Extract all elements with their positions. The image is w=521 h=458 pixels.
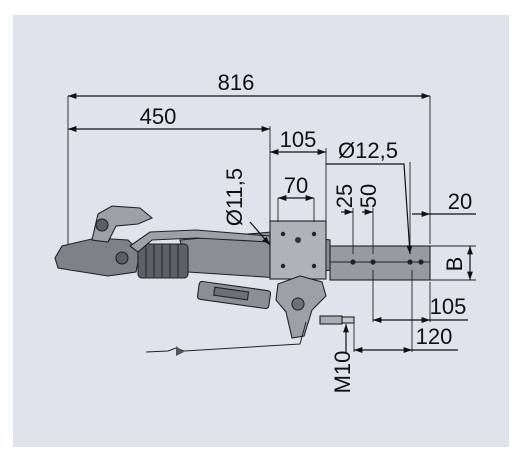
head-bolt <box>115 251 129 265</box>
label-overall-length: 816 <box>218 70 255 95</box>
flange-hole <box>295 237 301 243</box>
label-flange-inner: 70 <box>284 173 308 198</box>
handle-pivot <box>95 218 109 232</box>
flange-hole <box>311 263 317 269</box>
bellows <box>137 243 189 279</box>
label-flange-outer: 105 <box>280 127 317 152</box>
label-mount-a: 105 <box>430 294 467 319</box>
label-hole-dia-small: Ø11,5 <box>222 168 247 226</box>
label-tube-height: B <box>442 257 467 272</box>
flange-hole <box>280 231 286 237</box>
dimension-labels: 816 450 105 70 Ø12,5 Ø11,5 25 50 20 B 10… <box>140 70 473 393</box>
flange-plate <box>269 220 327 280</box>
label-pitch-a: 25 <box>332 184 357 208</box>
leader-hole-large <box>326 163 413 255</box>
tube-hole <box>418 259 424 265</box>
breakaway-cable <box>145 321 307 353</box>
label-hole-dia-large: Ø12,5 <box>338 138 398 163</box>
damper <box>196 280 272 310</box>
label-pitch-b: 50 <box>356 184 381 208</box>
label-bolt-thread: M10 <box>330 351 355 394</box>
dimensions <box>67 93 476 353</box>
tube-hole <box>407 259 413 265</box>
tube-hole <box>370 259 376 265</box>
bolt-m10 <box>319 315 355 325</box>
label-mount-b: 120 <box>416 324 453 349</box>
flange-hole <box>311 231 317 237</box>
label-coupling-length: 450 <box>140 104 177 129</box>
label-tube-end: 20 <box>448 189 472 214</box>
leader-hole-small <box>249 221 271 246</box>
tube-hole <box>350 259 356 265</box>
coupling-handle <box>91 205 154 243</box>
overrun-device <box>54 205 431 356</box>
cable-hook <box>176 346 184 356</box>
flange-hole <box>280 263 286 269</box>
lever-pivot <box>291 297 305 311</box>
brake-lever-arm <box>129 229 271 253</box>
square-tube <box>329 245 431 281</box>
